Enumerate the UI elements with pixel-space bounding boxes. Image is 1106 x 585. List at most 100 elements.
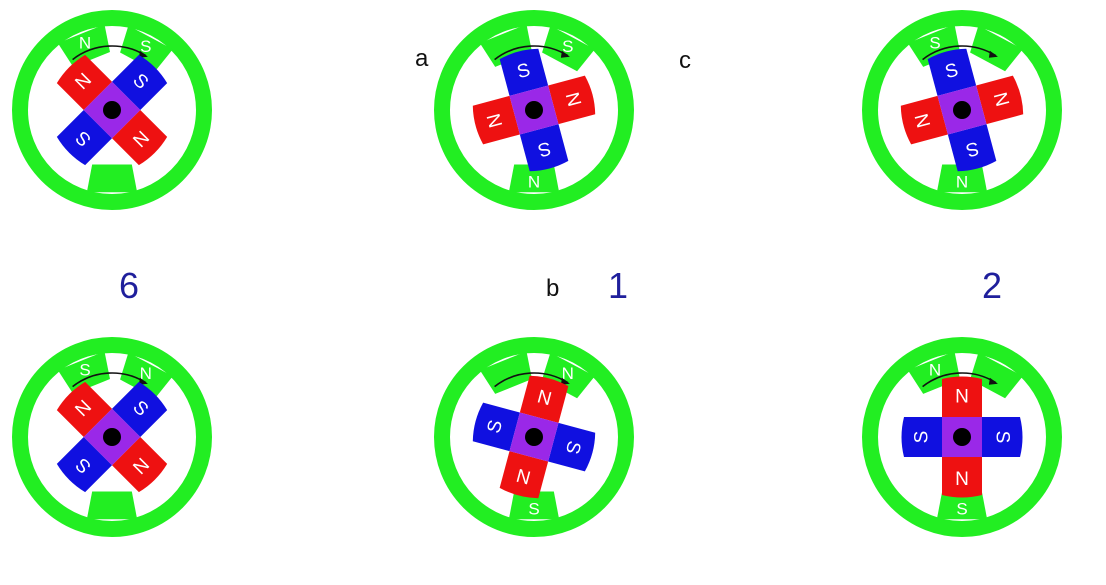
rotation-arrowhead: [138, 50, 148, 58]
rotor-arm-south: S: [548, 422, 596, 472]
rotor-arm-south: S: [947, 124, 997, 172]
stator-ring: [434, 10, 634, 210]
rotor-arm-north: N: [900, 95, 948, 145]
rotation-arrowhead: [988, 50, 998, 58]
rotor-pole-N-label: N: [911, 111, 935, 130]
stator-pole-a-label: N: [929, 361, 941, 380]
rotor-arm-north: N: [472, 95, 520, 145]
rotor-pole-S-label: S: [912, 431, 933, 444]
rotation-arrow: [72, 45, 147, 61]
rotor-arm-south: S: [901, 417, 942, 457]
stator-ring: [434, 337, 634, 537]
rotor-arm-south: S: [982, 417, 1023, 457]
rotor-arm-north: N: [942, 457, 982, 498]
step-label-6: 6: [119, 265, 140, 306]
rotor-arm-south: S: [112, 381, 168, 437]
rotor-pole-S-label: S: [964, 137, 982, 161]
stator-ring: [12, 10, 212, 210]
step-label-1: 1: [608, 265, 629, 306]
rotor-arm-north: N: [56, 54, 112, 110]
rotor-shaft: [953, 428, 971, 446]
rotor: N S N S: [901, 376, 1023, 498]
rotation-arrow: [494, 45, 569, 61]
stator-pole-c-label: S: [140, 37, 151, 56]
rotor-pole-N-label: N: [535, 386, 554, 410]
step-label-2: 2: [982, 265, 1003, 306]
stator-pole-b-label: N: [956, 173, 968, 192]
stator-tooth-b: [86, 491, 138, 520]
rotor-pole-S-label: S: [515, 60, 533, 84]
stator-ring: [862, 337, 1062, 537]
stator-pole-a-label: S: [79, 361, 90, 380]
stator-tooth-c: [970, 25, 1023, 72]
rotor-shaft: [103, 101, 121, 119]
rotor-pole-N-label: N: [561, 90, 585, 109]
stator-tooth-a: [479, 351, 532, 394]
stator-tooth-b: [508, 491, 560, 520]
rotor-pole-S-label: S: [561, 439, 585, 457]
stator-tooth-b: [936, 164, 988, 193]
stator-pole-a-label: N: [79, 34, 91, 53]
stator-tooth-a: [57, 351, 110, 394]
rotation-arrowhead: [138, 377, 148, 385]
stator-pole-b-label: N: [528, 173, 540, 192]
rotor-shaft: [953, 101, 971, 119]
stator-pole-b-label: S: [528, 500, 539, 519]
stator-ring: [12, 337, 212, 537]
rotor-arm-north: N: [548, 75, 596, 125]
stator-pole-c-label: S: [562, 37, 573, 56]
rotation-arrow: [922, 45, 997, 61]
rotor-arm-south: S: [112, 54, 168, 110]
stator-tooth-c: [542, 25, 595, 72]
stator-tooth-b: [86, 164, 138, 193]
rotor-pole-N-label: N: [989, 90, 1013, 109]
stator-pole-b-label: S: [956, 500, 967, 519]
rotor-shaft: [103, 428, 121, 446]
rotor-arm-south: S: [56, 110, 112, 166]
rotor-pole-S-label: S: [484, 418, 508, 436]
rotor-arm-north: N: [112, 437, 168, 493]
rotor-arm-north: N: [519, 375, 569, 423]
stator-pole-c-label: N: [562, 364, 574, 383]
rotor-pole-N-label: N: [955, 387, 969, 408]
rotor-pole-N-label: N: [514, 464, 533, 488]
rotor-pole-N-label: N: [955, 467, 969, 488]
stator-tooth-a: [57, 24, 110, 67]
terminal-label-b: b: [546, 275, 560, 302]
rotation-arrow: [72, 372, 147, 388]
rotor-pole-S-label: S: [992, 431, 1013, 444]
terminal-label-a: a: [415, 45, 429, 72]
stator-ring: [862, 10, 1062, 210]
stator-tooth-c: [120, 25, 173, 72]
stator-tooth-b: [936, 491, 988, 520]
stator-pole-a-label: S: [929, 34, 940, 53]
rotation-arrow: [922, 372, 997, 388]
terminal-label-c: c: [679, 47, 691, 74]
stator-tooth-b: [508, 164, 560, 193]
rotor-arm-north: N: [976, 75, 1024, 125]
rotation-arrowhead: [560, 50, 570, 58]
rotor-arm-south: S: [472, 402, 520, 452]
rotor: N S N S: [472, 375, 596, 499]
rotor-pole-N-label: N: [483, 111, 507, 130]
rotor-arm-north: N: [112, 110, 168, 166]
stator-tooth-c: [542, 352, 595, 399]
rotor-arm-south: S: [519, 124, 569, 172]
rotor-arm-south: S: [499, 48, 549, 96]
rotor-pole-S-label: S: [536, 137, 554, 161]
